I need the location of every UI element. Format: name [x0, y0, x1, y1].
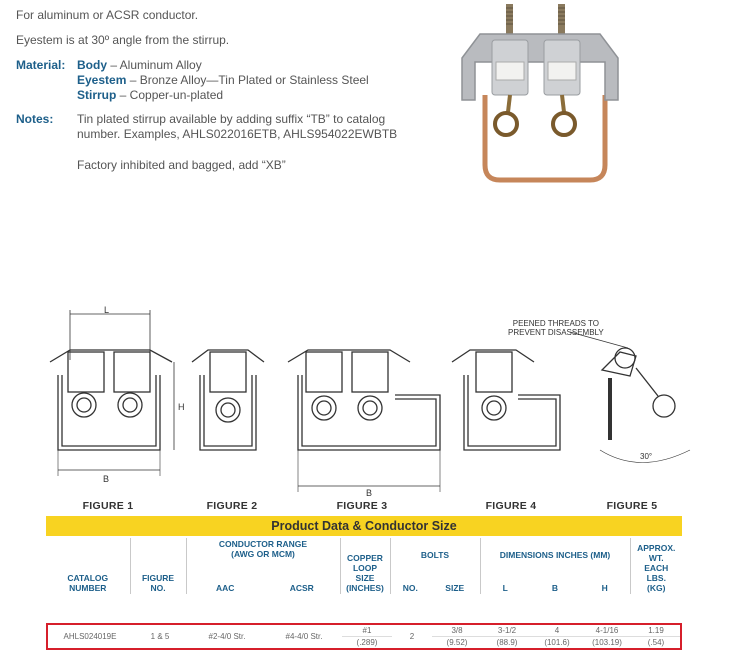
figure-5-caption: FIGURE 5 [606, 500, 658, 512]
notes-label: Notes: [16, 112, 54, 126]
col-acsr: ACSR [289, 583, 314, 593]
notes-line-1: Tin plated stirrup available by adding s… [77, 112, 386, 126]
technical-drawing [49, 310, 691, 492]
hot-line-clamp-photo [461, 4, 619, 183]
cell-dim-L: 3-1/2(88.9) [482, 625, 532, 648]
col-dim-L: L [479, 568, 530, 594]
figure-2-drawing [191, 349, 265, 451]
dim-label-B-fig3: B [366, 488, 373, 498]
cell-dim-B: 4(101.6) [532, 625, 582, 648]
cell-weight: 1.19(.54) [632, 625, 680, 648]
material-list: Body – Aluminum Alloy Eyestem – Bronze A… [77, 58, 369, 103]
col-bolts-no: NO. [389, 568, 430, 594]
intro-line-2: Eyestem is at 30º angle from the stirrup… [16, 33, 230, 47]
figure-3-caption: FIGURE 3 [336, 500, 388, 512]
col-bolts: BOLTS [389, 538, 480, 568]
cell-bolts-no: 2 [409, 632, 415, 641]
intro-line-1: For aluminum or ACSR conductor. [16, 8, 199, 22]
cell-figure: 1 & 5 [150, 632, 170, 641]
col-conductor-range: CONDUCTOR RANGE(AWG OR MCM) [185, 538, 340, 568]
cell-copper: #1(.289) [342, 625, 392, 648]
cell-catalog: AHLS024019E [63, 632, 117, 641]
figure-5-drawing [569, 331, 691, 463]
cell-aac: #2-4/0 Str. [208, 632, 246, 641]
material-stirrup: Stirrup – Copper-un-plated [77, 88, 224, 102]
col-aac: AAC [185, 568, 264, 594]
notes-line-3: Factory inhibited and bagged, add “XB” [77, 158, 286, 172]
figure-1-caption: FIGURE 1 [82, 500, 134, 512]
table-row: AHLS024019E 1 & 5 #2-4/0 Str. #4-4/0 Str… [46, 623, 682, 650]
figure-1-drawing [49, 310, 175, 476]
notes-text: Tin plated stirrup available by adding s… [77, 112, 397, 173]
material-body: Body – Aluminum Alloy [77, 58, 202, 72]
peened-threads-note: PEENED THREADS TO PREVENT DISASSEMBLY [508, 319, 604, 337]
notes-line-2: number. Examples, AHLS022016ETB, AHLS954… [77, 127, 398, 141]
dim-label-B-fig1: B [103, 474, 110, 484]
dim-label-H: H [178, 402, 185, 412]
cell-bolt-size: 3/8(9.52) [432, 625, 482, 648]
col-dim-B: B [551, 583, 559, 593]
figure-2-caption: FIGURE 2 [206, 500, 258, 512]
angle-label: 30° [640, 452, 653, 461]
col-dimensions: DIMENSIONS INCHES (MM) [479, 538, 630, 568]
material-eyestem: Eyestem – Bronze Alloy—Tin Plated or Sta… [77, 73, 369, 87]
cell-acsr: #4-4/0 Str. [285, 632, 323, 641]
cell-dim-H: 4-1/16(103.19) [582, 625, 632, 648]
figure-4-drawing [451, 349, 561, 451]
figure-3-drawing [287, 349, 441, 492]
figure-4-caption: FIGURE 4 [485, 500, 537, 512]
col-dim-H: H [601, 583, 608, 593]
col-bolts-size: SIZE [445, 583, 465, 593]
dim-label-L: L [104, 305, 110, 315]
product-data-banner: Product Data & Conductor Size [46, 516, 682, 536]
material-label: Material: [16, 58, 66, 72]
